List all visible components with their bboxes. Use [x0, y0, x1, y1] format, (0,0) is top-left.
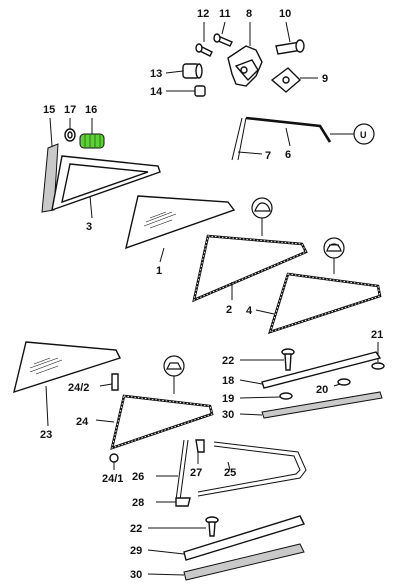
label-2: 2: [226, 304, 232, 316]
targa-body-icon: [323, 237, 345, 274]
label-4: 4: [246, 305, 253, 317]
label-7: 7: [265, 150, 271, 162]
svg-text:U: U: [360, 130, 367, 140]
strip-18: [239, 351, 382, 389]
strip-30b: [147, 543, 305, 581]
coupe-body-icon: [251, 197, 273, 236]
label-19: 19: [222, 393, 234, 405]
label-21: 21: [371, 329, 383, 341]
strip-26: [156, 439, 189, 501]
spring-16-highlighted: [79, 118, 105, 149]
label-24-2: 24/2: [68, 382, 89, 394]
label-30a: 30: [222, 409, 234, 421]
label-15: 15: [43, 104, 55, 116]
label-20: 20: [316, 384, 328, 396]
label-14: 14: [150, 86, 163, 98]
bracket-28: [156, 497, 191, 507]
label-28: 28: [132, 497, 144, 509]
label-27: 27: [190, 467, 202, 479]
label-17: 17: [64, 104, 76, 116]
glass-1: [125, 195, 236, 263]
strip-29: [147, 515, 305, 561]
seal-4: [255, 272, 382, 335]
label-8: 8: [246, 8, 252, 20]
label-26: 26: [132, 471, 144, 483]
label-3: 3: [86, 221, 92, 233]
label-18: 18: [222, 375, 234, 387]
label-23: 23: [40, 429, 52, 441]
label-30b: 30: [130, 569, 142, 581]
glass-23: [13, 341, 121, 427]
seal-24: [95, 394, 214, 450]
label-22b: 22: [130, 523, 142, 535]
label-25: 25: [224, 467, 236, 479]
washer-20: [333, 378, 351, 387]
seal-25: [197, 441, 307, 497]
label-16: 16: [85, 104, 97, 116]
label-9: 9: [322, 73, 328, 85]
label-11: 11: [219, 8, 231, 20]
ring-17: [64, 118, 76, 142]
part-24-2: [99, 373, 119, 391]
bolt-24-1: [109, 453, 119, 470]
strip-30a: [239, 391, 383, 419]
label-24: 24: [76, 416, 89, 428]
seal-2: [192, 234, 308, 303]
clip-27: [195, 439, 205, 464]
label-10: 10: [279, 8, 291, 20]
label-29: 29: [130, 545, 142, 557]
screw-22b: [148, 516, 219, 537]
strip-6-7: [231, 116, 354, 161]
washer-19: [239, 392, 293, 400]
label-13: 13: [150, 68, 162, 80]
frame-3: [51, 155, 161, 219]
label-1: 1: [156, 265, 162, 277]
label-24-1: 24/1: [102, 473, 123, 485]
label-6: 6: [285, 149, 291, 161]
label-22a: 22: [222, 355, 234, 367]
label-12: 12: [197, 8, 209, 20]
callout-u: U: [353, 123, 375, 145]
screw-22a: [240, 348, 295, 371]
latch-assembly: [165, 21, 318, 97]
cabriolet-body-icon: [163, 355, 185, 394]
